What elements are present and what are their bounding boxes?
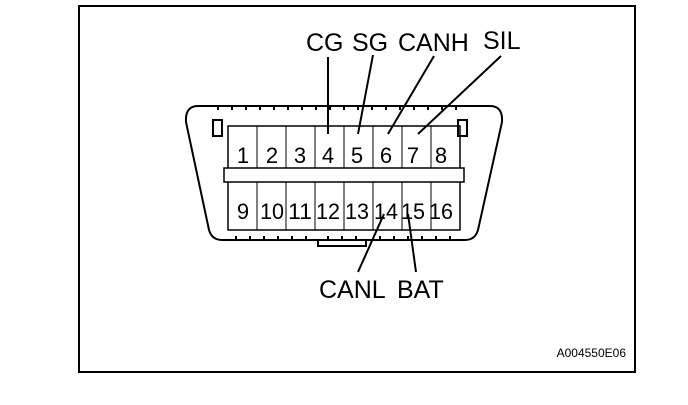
- left-latch-slot: [212, 119, 223, 137]
- pin-number-14: 14: [374, 199, 398, 224]
- pin-number-6: 6: [380, 143, 392, 168]
- cavity-dividers: [256, 126, 432, 230]
- pin-number-11: 11: [288, 199, 312, 224]
- pin-number-2: 2: [266, 143, 278, 168]
- figure-frame: [78, 5, 636, 373]
- leader-line-bat: [407, 213, 417, 273]
- pin-number-9: 9: [237, 199, 249, 224]
- connector-top-ribs: [217, 106, 457, 110]
- pin-number-16: 16: [429, 199, 453, 224]
- right-latch-slot: [457, 119, 468, 137]
- label-canh: CANH: [398, 29, 469, 57]
- row-separator: [223, 167, 465, 183]
- connector-outline: [184, 105, 504, 241]
- label-sg: SG: [352, 29, 388, 57]
- leader-line-sil: [417, 55, 502, 135]
- pin-number-15: 15: [401, 199, 425, 224]
- label-cg: CG: [306, 29, 344, 57]
- pin-number-5: 5: [351, 143, 363, 168]
- leader-line-sg: [357, 54, 374, 135]
- leader-line-canl: [357, 213, 385, 273]
- pin-number-7: 7: [407, 143, 419, 168]
- pin-number-4: 4: [322, 143, 334, 168]
- connector-key-ribs: [327, 236, 357, 240]
- figure-code: A004550E06: [557, 346, 627, 360]
- pin-number-13: 13: [345, 199, 369, 224]
- pin-number-1: 1: [237, 143, 249, 168]
- label-sil: SIL: [483, 27, 521, 55]
- connector-key: [317, 240, 367, 247]
- label-canl: CANL: [319, 276, 386, 304]
- leader-line-canh: [387, 55, 435, 135]
- connector-bottom-ribs: [235, 236, 451, 240]
- bottom-row-pin-numbers: 9 10 11 12 13 14 15 16: [237, 199, 453, 224]
- pin-number-8: 8: [435, 143, 447, 168]
- leader-lines: [327, 54, 502, 273]
- pin-number-12: 12: [316, 199, 340, 224]
- pin-number-3: 3: [294, 143, 306, 168]
- top-row-pin-numbers: 1 2 3 4 5 6 7 8: [237, 143, 447, 168]
- pin-number-10: 10: [260, 199, 284, 224]
- label-bat: BAT: [397, 276, 444, 304]
